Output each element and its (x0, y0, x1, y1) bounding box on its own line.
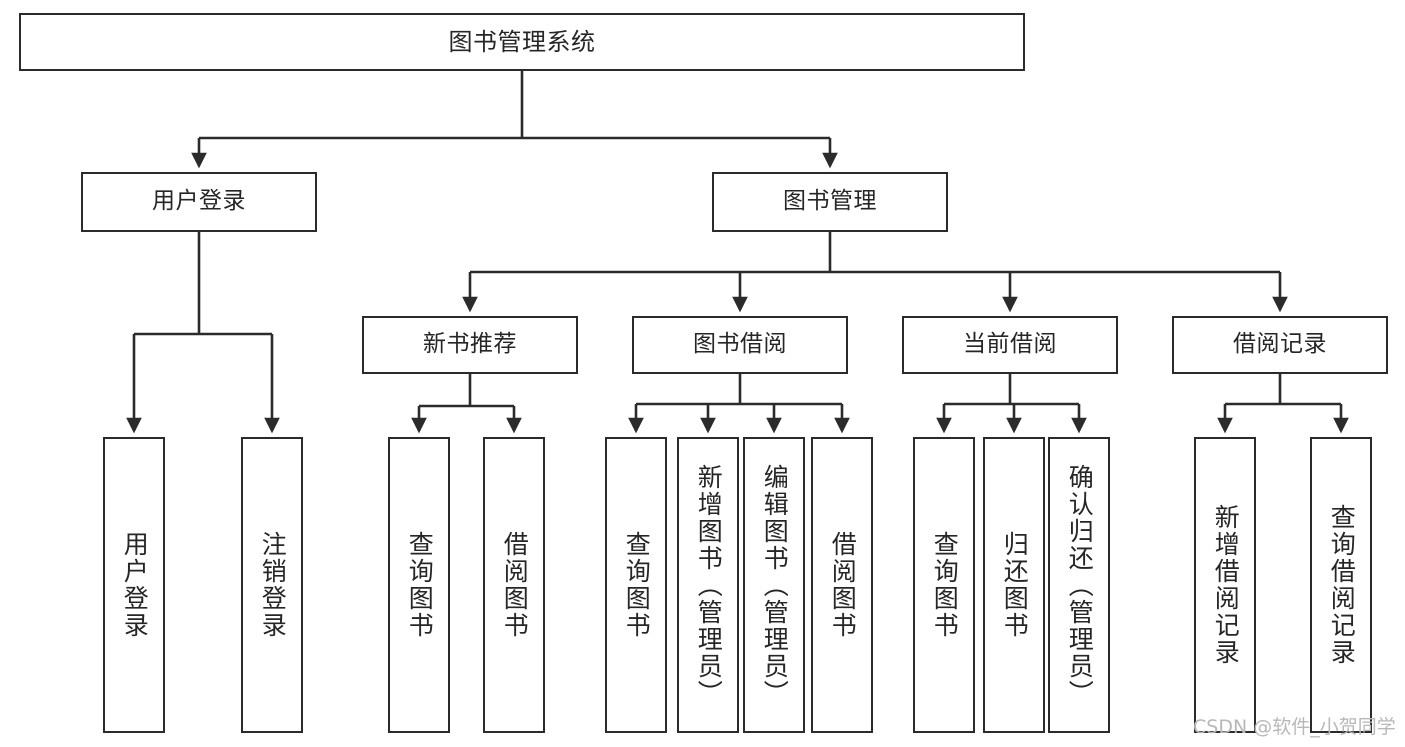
node-label: 编辑图书（管理员） (760, 463, 790, 707)
leaf-user-login[interactable]: 用户登录 (103, 437, 165, 733)
leaf-borrow-book-newbook[interactable]: 借阅图书 (483, 437, 545, 733)
leaf-query-book-current[interactable]: 查询图书 (913, 437, 975, 733)
leaf-confirm-return-admin[interactable]: 确认归还（管理员） (1048, 437, 1110, 733)
leaf-query-book-borrow[interactable]: 查询图书 (605, 437, 667, 733)
leaf-query-book-newbook[interactable]: 查询图书 (388, 437, 450, 733)
node-label: 新增图书（管理员） (694, 463, 724, 707)
leaf-return-book[interactable]: 归还图书 (983, 437, 1045, 733)
node-user-login[interactable]: 用户登录 (81, 172, 317, 232)
leaf-add-book-admin[interactable]: 新增图书（管理员） (677, 437, 739, 733)
node-label: 查询图书 (622, 531, 652, 639)
node-borrow-records[interactable]: 借阅记录 (1172, 316, 1388, 374)
leaf-query-borrow-record[interactable]: 查询借阅记录 (1310, 437, 1372, 733)
leaf-add-borrow-record[interactable]: 新增借阅记录 (1194, 437, 1256, 733)
node-label: 图书管理 (783, 188, 877, 215)
node-label: 查询借阅记录 (1327, 504, 1357, 666)
node-label: 归还图书 (1000, 531, 1030, 639)
node-label: 确认归还（管理员） (1065, 463, 1095, 707)
node-root-system[interactable]: 图书管理系统 (19, 13, 1025, 71)
node-label: 借阅记录 (1233, 331, 1327, 358)
leaf-logout[interactable]: 注销登录 (241, 437, 303, 733)
node-label: 查询图书 (930, 531, 960, 639)
node-label: 用户登录 (152, 188, 246, 215)
node-label: 查询图书 (405, 531, 435, 639)
node-book-management[interactable]: 图书管理 (712, 172, 948, 232)
node-label: 新增借阅记录 (1211, 504, 1241, 666)
node-book-borrow[interactable]: 图书借阅 (632, 316, 848, 374)
node-label: 图书管理系统 (448, 27, 596, 56)
node-label: 当前借阅 (963, 331, 1057, 358)
node-label: 借阅图书 (828, 531, 858, 639)
node-label: 借阅图书 (500, 531, 530, 639)
leaf-edit-book-admin[interactable]: 编辑图书（管理员） (743, 437, 805, 733)
leaf-borrow-book[interactable]: 借阅图书 (811, 437, 873, 733)
node-current-borrow[interactable]: 当前借阅 (902, 316, 1118, 374)
node-new-book-recommend[interactable]: 新书推荐 (362, 316, 578, 374)
csdn-watermark: CSDN @软件_小贺同学 (1193, 716, 1396, 738)
node-label: 用户登录 (120, 531, 150, 639)
node-label: 注销登录 (258, 531, 288, 639)
node-label: 新书推荐 (423, 331, 517, 358)
node-label: 图书借阅 (693, 331, 787, 358)
